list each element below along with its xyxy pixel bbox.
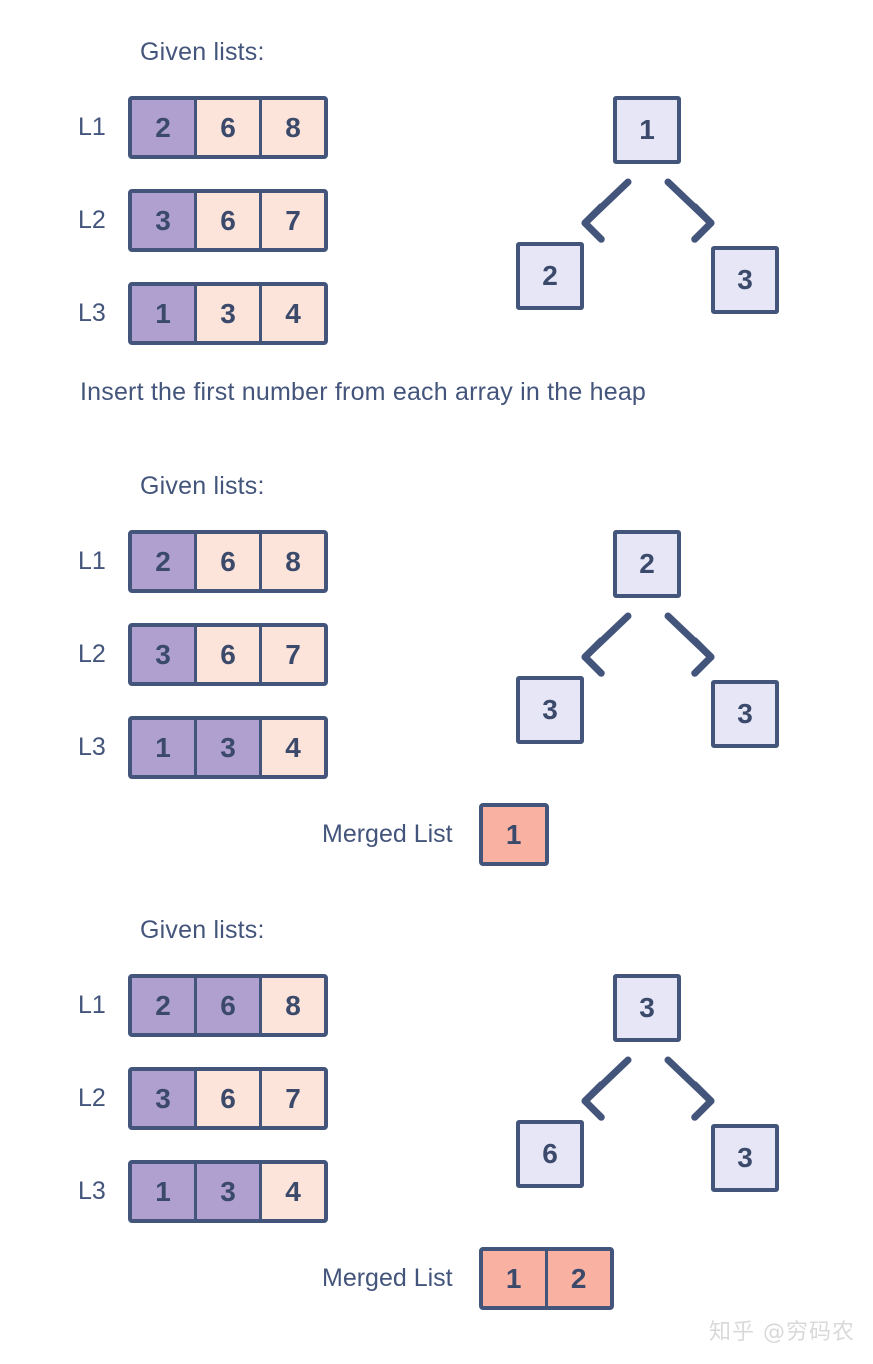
list-cell: 3 bbox=[197, 720, 259, 775]
merged-cell: 1 bbox=[482, 807, 545, 862]
list-cells: 3 6 7 bbox=[128, 623, 328, 686]
step-2-group: Given lists: L1 2 6 8 L2 3 6 7 L3 1 3 bbox=[0, 440, 873, 870]
edge-left-arrow-head bbox=[581, 1081, 605, 1121]
list-cells: 1 3 4 bbox=[128, 282, 328, 345]
list-cell: 4 bbox=[262, 1164, 324, 1219]
given-lists-label-3: Given lists: bbox=[140, 916, 265, 944]
list-row-l1-step1: L1 2 6 8 bbox=[78, 96, 328, 159]
list-label: L3 bbox=[78, 299, 106, 327]
watermark: 知乎 @穷码农 bbox=[709, 1320, 855, 1345]
list-cells: 3 6 7 bbox=[128, 189, 328, 252]
merged-list-label: Merged List bbox=[322, 1264, 453, 1292]
given-lists-label-2: Given lists: bbox=[140, 472, 265, 500]
list-row-l3-step2: L3 1 3 4 bbox=[78, 716, 328, 779]
list-cell: 3 bbox=[132, 1071, 194, 1126]
merged-list-cells: 1 2 bbox=[478, 1247, 614, 1310]
edge-left-arrow-head bbox=[581, 203, 605, 243]
list-cell: 2 bbox=[132, 978, 194, 1033]
list-label: L1 bbox=[78, 113, 106, 141]
heap-node-right: 3 bbox=[711, 680, 779, 748]
edge-right-arrow-head bbox=[691, 637, 715, 677]
heap-node-left: 6 bbox=[516, 1120, 584, 1188]
list-cell: 3 bbox=[197, 1164, 259, 1219]
step-1-group: Given lists: L1 2 6 8 L2 3 6 7 L3 1 3 bbox=[0, 0, 873, 420]
list-cell: 3 bbox=[132, 627, 194, 682]
list-cells: 3 6 7 bbox=[128, 1067, 328, 1130]
list-cell: 4 bbox=[262, 720, 324, 775]
list-cell: 8 bbox=[262, 534, 324, 589]
list-cell: 6 bbox=[197, 978, 259, 1033]
edge-left-arrow-line bbox=[581, 612, 632, 661]
list-cell: 1 bbox=[132, 286, 194, 341]
heap-node-right: 3 bbox=[711, 246, 779, 314]
step-caption-1: Insert the first number from each array … bbox=[80, 378, 647, 406]
heap-node-root: 2 bbox=[613, 530, 681, 598]
list-row-l3-step3: L3 1 3 4 bbox=[78, 1160, 328, 1223]
list-label: L3 bbox=[78, 1177, 106, 1205]
heap-node-right: 3 bbox=[711, 1124, 779, 1192]
heap-step3: 3 6 3 bbox=[512, 974, 782, 1192]
step-3-group: Given lists: L1 2 6 8 L2 3 6 7 L3 1 3 bbox=[0, 884, 873, 1314]
merged-cell: 2 bbox=[547, 1251, 610, 1306]
list-cell: 2 bbox=[132, 534, 194, 589]
heap-node-root: 1 bbox=[613, 96, 681, 164]
merged-list-label: Merged List bbox=[322, 820, 453, 848]
list-row-l2-step1: L2 3 6 7 bbox=[78, 189, 328, 252]
list-label: L2 bbox=[78, 1084, 106, 1112]
list-cell: 7 bbox=[262, 627, 324, 682]
list-cell: 4 bbox=[262, 286, 324, 341]
given-lists-label-1: Given lists: bbox=[140, 38, 265, 66]
list-cell: 6 bbox=[197, 534, 259, 589]
list-cell: 7 bbox=[262, 193, 324, 248]
list-row-l3-step1: L3 1 3 4 bbox=[78, 282, 328, 345]
list-cell: 8 bbox=[262, 100, 324, 155]
list-cell: 6 bbox=[197, 1071, 259, 1126]
list-cell: 3 bbox=[197, 286, 259, 341]
list-row-l1-step2: L1 2 6 8 bbox=[78, 530, 328, 593]
list-cell: 7 bbox=[262, 1071, 324, 1126]
merged-list-step2: Merged List 1 bbox=[322, 803, 549, 866]
list-cells: 2 6 8 bbox=[128, 96, 328, 159]
edge-left-arrow-line bbox=[581, 1056, 632, 1105]
heap-node-root: 3 bbox=[613, 974, 681, 1042]
list-label: L1 bbox=[78, 991, 106, 1019]
list-cell: 1 bbox=[132, 720, 194, 775]
heap-step2: 2 3 3 bbox=[512, 530, 782, 748]
list-cells: 2 6 8 bbox=[128, 974, 328, 1037]
list-cell: 6 bbox=[197, 100, 259, 155]
list-cell: 6 bbox=[197, 627, 259, 682]
edge-right-arrow-line bbox=[664, 1056, 715, 1105]
list-cells: 2 6 8 bbox=[128, 530, 328, 593]
list-cell: 6 bbox=[197, 193, 259, 248]
list-label: L3 bbox=[78, 733, 106, 761]
list-cells: 1 3 4 bbox=[128, 716, 328, 779]
heap-step1: 1 2 3 bbox=[512, 96, 782, 314]
list-cells: 1 3 4 bbox=[128, 1160, 328, 1223]
heap-node-left: 2 bbox=[516, 242, 584, 310]
list-label: L2 bbox=[78, 640, 106, 668]
edge-right-arrow-line bbox=[664, 178, 715, 227]
merged-list-step3: Merged List 1 2 bbox=[322, 1247, 614, 1310]
list-label: L2 bbox=[78, 206, 106, 234]
edge-right-arrow-line bbox=[664, 612, 715, 661]
list-cell: 2 bbox=[132, 100, 194, 155]
heap-node-left: 3 bbox=[516, 676, 584, 744]
list-row-l2-step3: L2 3 6 7 bbox=[78, 1067, 328, 1130]
list-row-l1-step3: L1 2 6 8 bbox=[78, 974, 328, 1037]
edge-right-arrow-head bbox=[691, 1081, 715, 1121]
merged-list-cells: 1 bbox=[478, 803, 549, 866]
merged-cell: 1 bbox=[482, 1251, 545, 1306]
list-row-l2-step2: L2 3 6 7 bbox=[78, 623, 328, 686]
list-label: L1 bbox=[78, 547, 106, 575]
list-cell: 8 bbox=[262, 978, 324, 1033]
edge-right-arrow-head bbox=[691, 203, 715, 243]
list-cell: 1 bbox=[132, 1164, 194, 1219]
list-cell: 3 bbox=[132, 193, 194, 248]
edge-left-arrow-head bbox=[581, 637, 605, 677]
edge-left-arrow-line bbox=[581, 178, 632, 227]
